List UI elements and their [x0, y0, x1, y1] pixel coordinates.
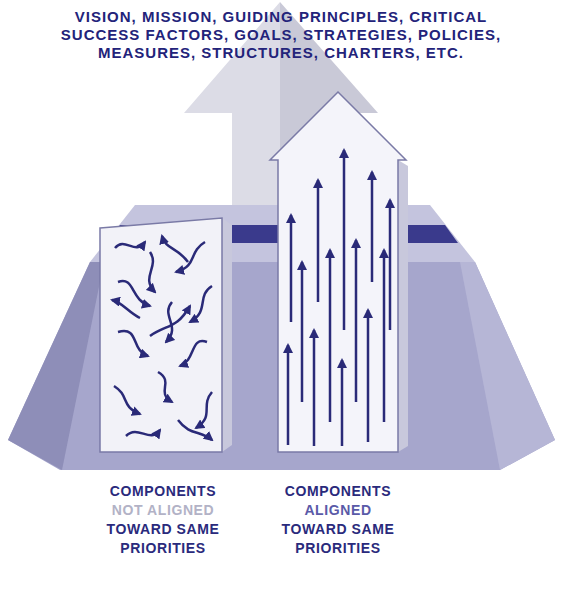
caption-text: COMPONENTS	[92, 482, 234, 501]
title: VISION, MISSION, GUIDING PRINCIPLES, CRI…	[53, 8, 509, 62]
component-panel: COMPONENTSNOT ALIGNEDTOWARD SAME PRIORIT…	[92, 212, 234, 562]
unaligned-panel	[100, 218, 222, 452]
caption-text: TOWARD SAME PRIORITIES	[267, 520, 409, 558]
panel-caption: COMPONENTSNOT ALIGNEDTOWARD SAME PRIORIT…	[92, 482, 234, 558]
component-panel: COMPONENTSALIGNEDTOWARD SAME PRIORITIES	[267, 90, 409, 562]
tangled-arrows	[112, 236, 212, 440]
pyramid-left-face	[8, 262, 104, 470]
aligned-arrows	[288, 150, 390, 446]
caption-text: COMPONENTS	[267, 482, 409, 501]
panel-side	[222, 218, 232, 452]
caption-text: ALIGNED	[267, 501, 409, 520]
caption-text: TOWARD SAME PRIORITIES	[92, 520, 234, 558]
aligned-arrow-panel	[270, 92, 406, 452]
pyramid-right-face	[460, 262, 555, 470]
panel-caption: COMPONENTSALIGNEDTOWARD SAME PRIORITIES	[267, 482, 409, 558]
caption-text: NOT ALIGNED	[92, 501, 234, 520]
arrow-panel-side	[398, 160, 408, 452]
